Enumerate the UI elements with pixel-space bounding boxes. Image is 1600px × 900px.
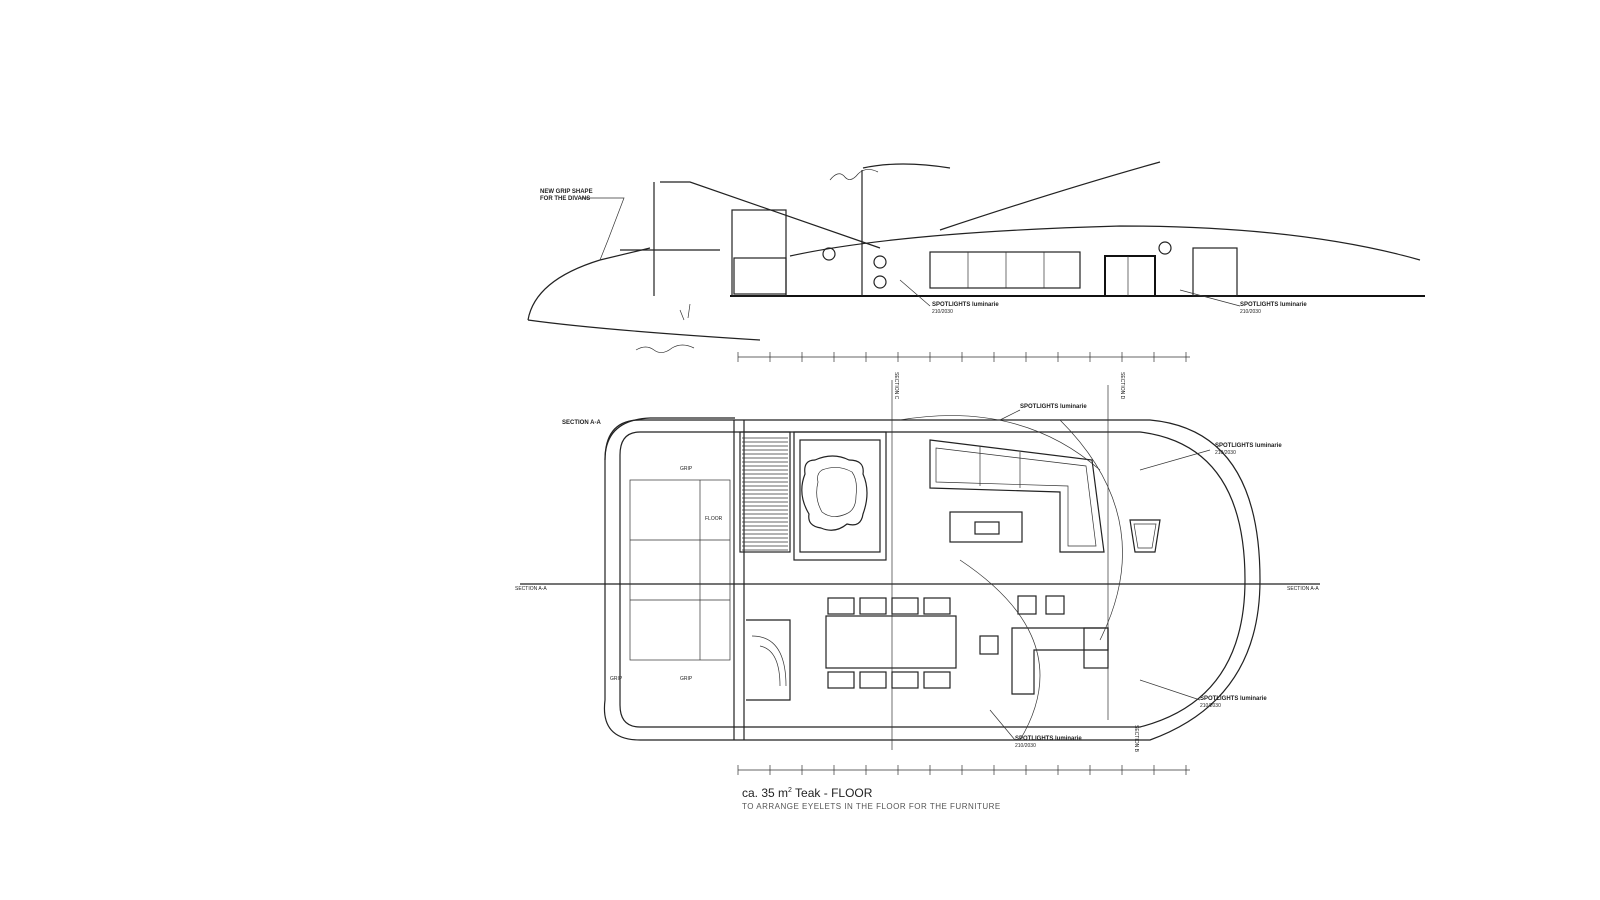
spotlights-label-b: SPOTLIGHTS luminarie [1240,302,1307,308]
dining-chair [827,597,855,615]
plan-section-label: SECTION A-A [562,420,601,426]
floor-area-caption: ca. 35 m2 Teak - FLOOR [742,786,873,800]
grip-shape-note-line2: FOR THE DIVANS [540,196,590,202]
section-b-label: SECTION B [1133,725,1139,753]
dining-chair [891,671,919,689]
spotlights-plan-3: SPOTLIGHTS luminarie [1200,696,1267,702]
grip-label-2: GRIP [610,676,623,682]
grip-label-3: GRIP [680,676,693,682]
eyelets-note: TO ARRANGE EYELETS IN THE FLOOR FOR THE … [742,802,1001,811]
dining-chair [923,597,951,615]
floor-label: FLOOR [705,516,723,522]
section-d-label: SECTION D [1119,372,1125,400]
dining-chair [859,597,887,615]
section-left-label: SECTION A-A [515,586,547,592]
dining-chair [859,671,887,689]
spotlights-code-a: 210/2030 [932,309,953,315]
spotlights-code-plan-2: 210/2030 [1215,450,1236,456]
grip-label-1: GRIP [680,466,693,472]
spotlights-code-plan-3: 210/2030 [1200,703,1221,709]
elevation-view: NEW GRIP SHAPE FOR THE DIVANS SPOTLIGHTS… [527,161,1425,353]
spotlights-plan-2: SPOTLIGHTS luminarie [1215,443,1282,449]
section-c-label: SECTION C [893,372,899,400]
spotlights-code-plan-4: 210/2030 [1015,743,1036,749]
grip-shape-note-line1: NEW GRIP SHAPE [540,189,593,195]
plan-view: SECTION A-A SECTION A-A SECTION A-A SECT… [515,352,1320,775]
dining-chair [827,671,855,689]
spotlights-plan-4: SPOTLIGHTS luminarie [1015,736,1082,742]
spotlights-code-b: 210/2030 [1240,309,1261,315]
spotlights-plan-1: SPOTLIGHTS luminarie [1020,404,1087,410]
spotlights-label-a: SPOTLIGHTS luminarie [932,302,999,308]
dining-chair [891,597,919,615]
dining-chair [923,671,951,689]
section-right-label: SECTION A-A [1287,586,1319,592]
